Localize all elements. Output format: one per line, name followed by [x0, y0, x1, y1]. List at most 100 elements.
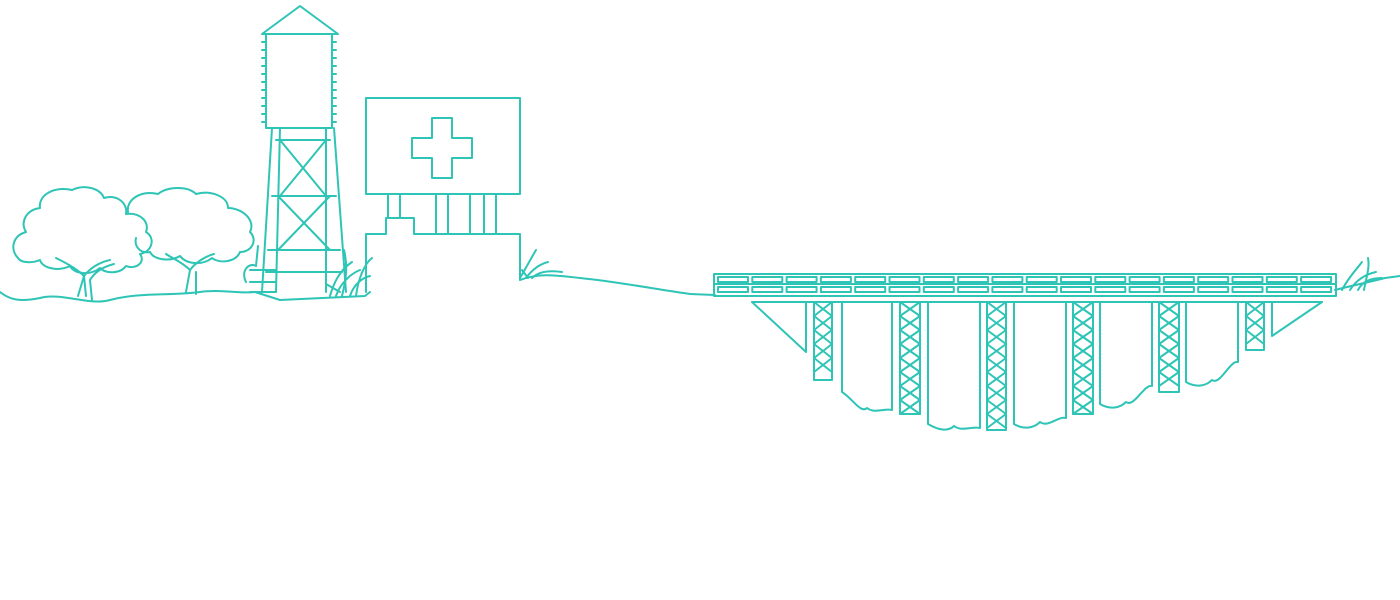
- bridge-deck-panel: [854, 286, 887, 293]
- bridge-deck-panel: [922, 276, 955, 283]
- bridge-lattice-brace: [986, 315, 1007, 331]
- bridge-lattice-brace: [899, 357, 921, 373]
- bridge-deck-panel: [1265, 286, 1298, 293]
- bridge-lattice-brace: [899, 315, 921, 331]
- trestle-bridge: [713, 273, 1337, 431]
- bridge-lattice-brace: [1158, 315, 1180, 331]
- bridge-lattice-brace: [986, 399, 1007, 415]
- grass-tuft-clinic: [519, 249, 563, 279]
- bridge-lattice-brace: [1072, 315, 1094, 331]
- bridge-lattice-brace: [1158, 357, 1180, 373]
- bridge-deck-panel: [1025, 276, 1058, 283]
- bridge-lattice-frame: [813, 301, 833, 381]
- bridge-lattice-brace: [1072, 301, 1094, 317]
- bridge-abutment-right: [1271, 301, 1323, 337]
- bridge-deck-panel: [1094, 286, 1127, 293]
- bridge-lattice-brace: [813, 329, 833, 345]
- bridge-deck-panel: [751, 276, 784, 283]
- water-tower-roof: [261, 5, 339, 35]
- grass-tufts: [325, 249, 1383, 297]
- bridge-lattice-brace: [813, 301, 833, 317]
- bridge-lattice-brace: [1072, 385, 1094, 401]
- bridge-deck-panel: [819, 286, 852, 293]
- clinic-sign-board: [365, 97, 521, 195]
- bridge-pier: [1013, 301, 1067, 429]
- bridge-deck-panel: [1231, 276, 1264, 283]
- bridge-lattice-brace: [899, 385, 921, 401]
- bridge-lattice-brace: [1158, 371, 1180, 387]
- bridge-deck-panel: [957, 286, 990, 293]
- grass-tuft-tower: [325, 249, 373, 297]
- bridge-deck-panel: [785, 286, 818, 293]
- water-tower: [249, 5, 347, 293]
- health-clinic: [365, 97, 521, 293]
- bridge-pier: [841, 301, 893, 412]
- bridge-lattice-brace: [1072, 399, 1094, 415]
- bridge-lattice-supports: [813, 301, 1265, 431]
- bridge-lattice-brace: [899, 371, 921, 387]
- bridge-deck-panel: [1060, 276, 1092, 283]
- bridge-deck-panel: [957, 276, 990, 283]
- bridge-deck-panel: [1231, 286, 1264, 293]
- tree-canopy-right: [126, 187, 255, 264]
- bridge-lattice-brace: [813, 357, 833, 373]
- bridge-lattice-frame: [1245, 301, 1265, 351]
- bridge-pier: [1099, 301, 1153, 409]
- grass-tuft-bridge: [1341, 257, 1383, 291]
- clinic-building: [365, 217, 521, 293]
- bridge-deck-panel: [1162, 276, 1195, 283]
- bridge-lattice-brace: [986, 413, 1007, 429]
- bridge-lattice-brace: [986, 371, 1007, 387]
- tree-shrub: [243, 245, 259, 283]
- bridge-deck-panel: [717, 286, 749, 293]
- bridge-lattice-brace: [1158, 343, 1180, 359]
- water-tower-rivets: [261, 41, 337, 123]
- bridge-deck-panel: [854, 276, 887, 283]
- bridge-lattice-brace: [899, 329, 921, 345]
- bridge-deck-panel: [1300, 286, 1333, 293]
- tree-trunk-right: [165, 253, 215, 295]
- bridge-deck-panel: [785, 276, 818, 283]
- bridge-lattice-brace: [813, 343, 833, 359]
- bridge-deck-panel: [888, 276, 921, 283]
- bridge-lattice-brace: [986, 301, 1007, 317]
- bridge-deck-panel: [819, 276, 852, 283]
- bridge-deck-panel: [1128, 276, 1161, 283]
- bridge-lattice-frame: [1158, 301, 1180, 393]
- tree-trunk-left: [55, 257, 115, 301]
- bridge-lattice-brace: [1245, 329, 1265, 345]
- bridge-deck-panel: [1197, 286, 1230, 293]
- bridge-deck-panel: [991, 276, 1024, 283]
- bridge-lattice-brace: [1158, 329, 1180, 345]
- clinic-sign-posts: [387, 193, 497, 235]
- ground-line: [0, 274, 1400, 303]
- medical-cross-icon: [411, 117, 473, 179]
- bridge-lattice-brace: [986, 343, 1007, 359]
- bridge-deck-panel: [1060, 286, 1092, 293]
- bridge-lattice-brace: [1072, 329, 1094, 345]
- bridge-abutment-left: [751, 301, 807, 353]
- bridge-lattice-brace: [986, 329, 1007, 345]
- bridge-deck-panel: [717, 276, 749, 283]
- bridge-lattice-brace: [1072, 343, 1094, 359]
- bridge-deck-panel: [1128, 286, 1161, 293]
- water-tower-legs: [249, 127, 347, 293]
- bridge-lattice-brace: [1072, 371, 1094, 387]
- bridge-deck-panel: [1094, 276, 1127, 283]
- bridge-deck-panels: [717, 276, 1333, 293]
- bridge-piers: [841, 301, 1239, 431]
- water-tower-tank: [265, 33, 333, 129]
- bridge-lattice-frame: [986, 301, 1007, 431]
- bridge-pier: [927, 301, 981, 431]
- bridge-pier: [1185, 301, 1239, 387]
- bridge-lattice-brace: [986, 385, 1007, 401]
- bridge-deck-panel: [991, 286, 1024, 293]
- bridge-lattice-brace: [899, 301, 921, 317]
- bridge-lattice-brace: [813, 315, 833, 331]
- bridge-deck-panel: [1197, 276, 1230, 283]
- bridge-deck-panel: [751, 286, 784, 293]
- bridge-lattice-brace: [899, 399, 921, 415]
- bridge-lattice-brace: [1158, 301, 1180, 317]
